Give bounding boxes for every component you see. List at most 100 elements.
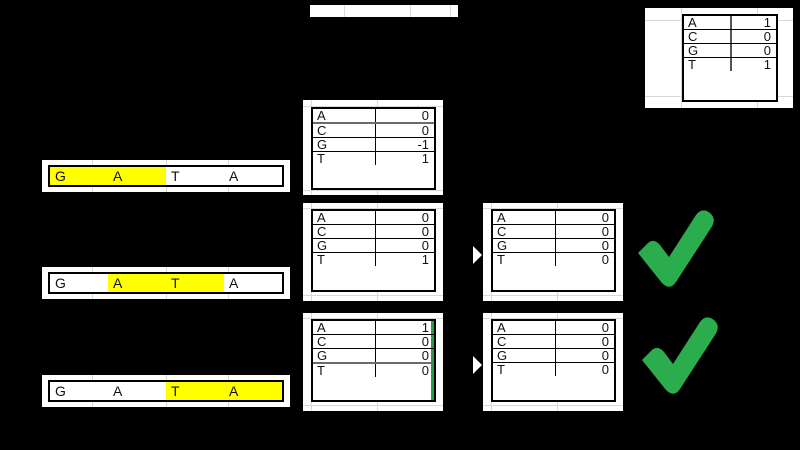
base-count: 0 [601, 224, 609, 239]
base-label: G [493, 239, 556, 252]
table-row: T 1 [313, 253, 434, 266]
table-row: T 0 [313, 364, 434, 377]
sequence-cell: A [108, 167, 166, 185]
table-row: C 0 [493, 225, 614, 239]
table-row: G 0 [684, 44, 776, 58]
base-count: 0 [601, 362, 609, 377]
checkmark-1 [628, 203, 720, 295]
arrow-right-icon-2 [473, 356, 482, 374]
base-count: 1 [421, 320, 429, 335]
sequence-cell: A [108, 274, 166, 292]
base-count: 0 [421, 224, 429, 239]
table-row: C 0 [313, 225, 434, 239]
table-row: A 1 [684, 16, 776, 30]
table-row: C 0 [493, 335, 614, 349]
base-count: 0 [601, 210, 609, 225]
base-label: T [313, 152, 376, 165]
sequence-cell: A [229, 275, 239, 291]
table-row: G -1 [313, 138, 434, 152]
base-label: T [684, 58, 732, 71]
base-label: C [493, 335, 556, 348]
table-row: T 1 [313, 152, 434, 165]
base-label: A [493, 321, 556, 334]
base-count: 0 [421, 348, 429, 363]
table-row: A 1 [313, 321, 434, 335]
table-row: T 0 [493, 363, 614, 376]
base-count: 0 [421, 363, 429, 378]
base-count: 0 [601, 238, 609, 253]
table-row: A 0 [493, 321, 614, 335]
table-row: G 0 [313, 349, 434, 364]
checkmark-2 [632, 310, 724, 402]
base-count: 0 [763, 29, 771, 44]
table-row: G 0 [313, 239, 434, 253]
table-row: T 0 [493, 253, 614, 266]
base-label: C [313, 335, 376, 348]
sequence-cell: G [50, 167, 108, 185]
base-label: G [493, 349, 556, 362]
base-count: 0 [601, 334, 609, 349]
sequence-row-3: G A T A [48, 380, 284, 402]
sequence-cell: G [55, 383, 66, 399]
base-label: C [684, 30, 732, 43]
table-row: T 1 [684, 58, 776, 71]
base-count: 0 [421, 334, 429, 349]
base-label: T [313, 253, 376, 266]
base-label: G [313, 239, 376, 252]
base-count: 0 [421, 210, 429, 225]
base-count: 0 [763, 43, 771, 58]
sequence-row-1: G A T A [48, 165, 284, 187]
table-row: A 0 [313, 109, 434, 124]
sequence-cell: T [166, 382, 224, 400]
base-label: G [684, 44, 732, 57]
window-counts-table-1: A 0 C 0 G -1 T 1 [311, 107, 436, 190]
base-count: 1 [763, 57, 771, 72]
check-icon [642, 317, 718, 394]
sequence-cell: G [55, 275, 66, 291]
base-count: 0 [601, 348, 609, 363]
base-label: C [313, 225, 376, 238]
base-count: 0 [601, 252, 609, 267]
table-row: C 0 [684, 30, 776, 44]
base-label: A [313, 211, 376, 224]
base-label: T [493, 253, 556, 266]
sequence-cell: T [171, 168, 180, 184]
result-counts-table-1: A 0 C 0 G 0 T 0 [491, 209, 616, 292]
table-row: A 0 [493, 211, 614, 225]
base-label: T [313, 364, 376, 377]
table-row: C 0 [313, 124, 434, 138]
top-sheet-strip [310, 5, 458, 17]
base-count: 1 [421, 151, 429, 166]
sequence-cell: A [224, 382, 282, 400]
base-label: G [313, 138, 376, 151]
table-row: C 0 [313, 335, 434, 349]
window-counts-table-3: A 1 C 0 G 0 T 0 [311, 319, 436, 402]
check-icon [638, 210, 714, 287]
base-label: A [684, 16, 732, 29]
gridlines [310, 5, 458, 17]
base-count: 0 [601, 320, 609, 335]
base-count: 1 [763, 15, 771, 30]
sequence-row-2: G A T A [48, 272, 284, 294]
base-label: A [493, 211, 556, 224]
base-count: 1 [421, 252, 429, 267]
sequence-cell: A [113, 383, 123, 399]
sequence-cell: A [229, 168, 239, 184]
table-row: G 0 [493, 239, 614, 253]
table-row: G 0 [493, 349, 614, 363]
base-label: C [493, 225, 556, 238]
base-label: G [313, 349, 376, 362]
base-count: 0 [421, 238, 429, 253]
result-counts-table-2: A 0 C 0 G 0 T 0 [491, 319, 616, 402]
sequence-cell: T [166, 274, 224, 292]
base-count: -1 [417, 137, 429, 152]
base-count: 0 [421, 108, 429, 123]
table-row: A 0 [313, 211, 434, 225]
base-count: 0 [421, 123, 429, 138]
base-label: C [313, 124, 376, 137]
base-label: T [493, 363, 556, 376]
window-counts-table-2: A 0 C 0 G 0 T 1 [311, 209, 436, 292]
base-label: A [313, 321, 376, 334]
reference-counts-table: A 1 C 0 G 0 T 1 [682, 14, 778, 102]
arrow-right-icon-1 [473, 246, 482, 264]
